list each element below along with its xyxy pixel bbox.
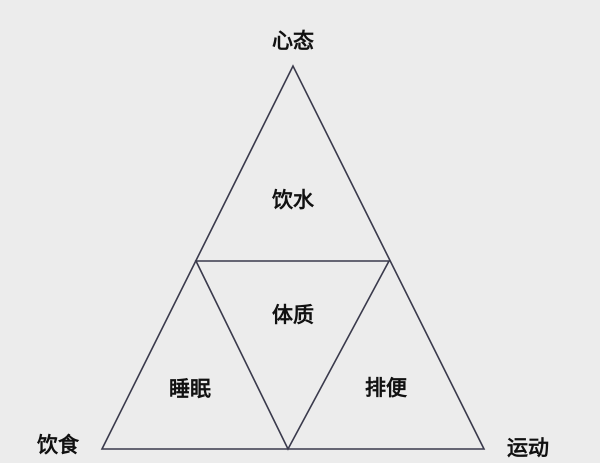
region-label-top: 饮水 — [271, 188, 315, 212]
vertex-label-bottom-right: 运动 — [507, 436, 549, 460]
inner-triangle — [194, 260, 391, 451]
region-label-center: 体质 — [272, 303, 314, 327]
region-label-right: 排便 — [365, 376, 408, 400]
vertex-label-top: 心态 — [272, 29, 314, 53]
vertex-label-bottom-left: 饮食 — [36, 433, 80, 457]
region-label-left: 睡眠 — [169, 377, 211, 401]
outer-triangle — [100, 64, 486, 450]
